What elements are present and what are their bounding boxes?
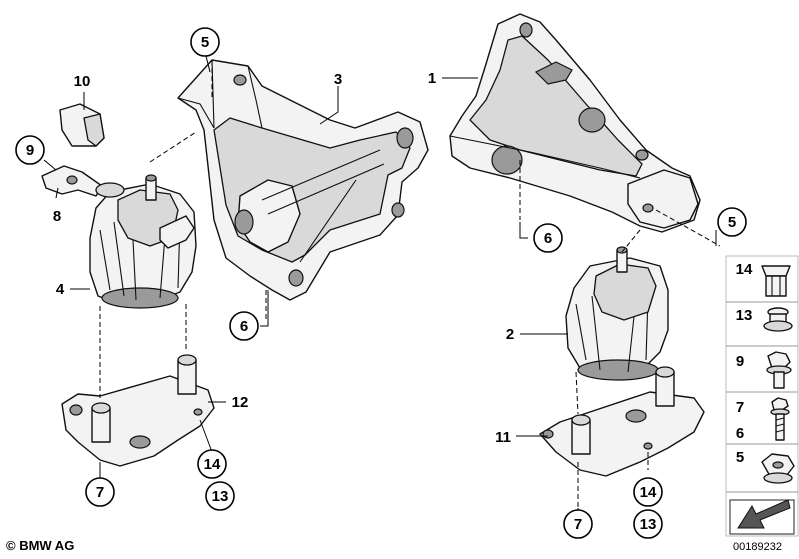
callout-5a: 5 [201,34,209,51]
callout-circle-14a [197,449,227,479]
legend-label-5: 5 [736,449,744,466]
callout-circle-9 [15,135,45,165]
callout-10: 10 [74,73,91,90]
callouts: 5 3 1 10 9 8 4 6 6 5 2 12 11 14 13 7 14 … [15,27,747,539]
flanged-nut-icon [761,265,791,297]
hardware-legend: 14 13 9 7 6 5 [725,255,799,537]
direction-arrow-icon [729,499,795,535]
support-plate-left [61,354,215,467]
callout-14a: 14 [204,456,221,473]
callout-6b: 6 [544,230,552,247]
callout-8: 8 [53,208,61,225]
engine-bracket-right [449,13,701,233]
callout-circle-13b [633,509,663,539]
callout-11: 11 [495,429,511,446]
callout-6a: 6 [240,318,248,335]
callout-4: 4 [56,281,65,298]
callout-14b: 14 [640,484,657,501]
engine-bracket-left [177,59,429,301]
callout-3: 3 [334,71,342,88]
callout-circle-7b [563,509,593,539]
callout-1: 1 [428,70,436,87]
callout-7a: 7 [96,484,104,501]
washer-bolt-icon [763,307,793,332]
assembly-lines [99,60,721,508]
support-plate-right [539,366,705,477]
hex-flange-bolt-icon [766,351,792,389]
callout-circle-13a [205,481,235,511]
catalog-id: 00189232 [733,541,782,553]
legend-label-14: 14 [736,261,753,278]
leader-lines [43,55,717,512]
callout-12: 12 [232,394,249,411]
long-bolt-icon [770,397,790,441]
callout-13a: 13 [212,488,229,505]
engine-mount-right [565,246,669,381]
hex-nut-icon [761,453,795,484]
engine-mount-left [89,174,197,309]
callout-circle-5b [717,207,747,237]
legend-label-13: 13 [736,307,753,324]
callout-circle-7a [85,477,115,507]
legend-label-6: 6 [736,425,744,442]
legend-label-9: 9 [736,353,744,370]
callout-9: 9 [26,142,34,159]
callout-circle-6a [229,311,259,341]
callout-13b: 13 [640,516,657,533]
callout-2: 2 [506,326,514,343]
small-bracket-part [41,165,125,198]
copyright-notice: © BMW AG [6,538,75,553]
callout-circle-14b [633,477,663,507]
clip-part [59,103,105,147]
legend-label-7: 7 [736,399,744,416]
callout-5b: 5 [728,214,736,231]
callout-circle-6b [533,223,563,253]
callout-circle-5a [190,27,220,57]
callout-7b: 7 [574,516,582,533]
